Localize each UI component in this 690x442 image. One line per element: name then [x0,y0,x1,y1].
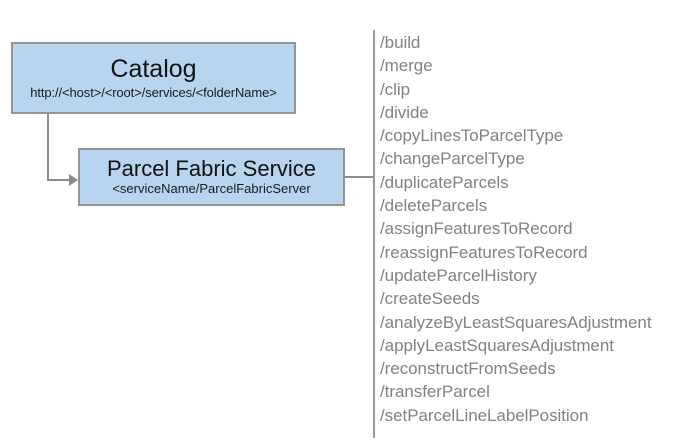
operation-item[interactable]: /createSeeds [380,289,480,309]
node-catalog-url: http://<host>/<root>/services/<folderNam… [30,84,277,100]
connector-service-to-operations [345,176,374,178]
operation-item[interactable]: /reassignFeaturesToRecord [380,242,588,262]
node-service-path: <serviceName/ParcelFabricServer [112,181,311,197]
operation-item[interactable]: /divide [380,102,429,122]
operation-item[interactable]: /deleteParcels [380,196,488,216]
operation-item[interactable]: /updateParcelHistory [380,265,537,285]
connector-catalog-vertical [47,114,49,181]
operation-item[interactable]: /applyLeastSquaresAdjustment [380,335,614,355]
operation-item[interactable]: /merge [380,56,433,76]
operation-item[interactable]: /reconstructFromSeeds [380,359,556,379]
operation-item[interactable]: /copyLinesToParcelType [380,126,564,146]
node-service-title: Parcel Fabric Service [106,156,317,182]
connector-catalog-horizontal [47,179,71,181]
arrowhead-icon [69,174,78,186]
node-catalog[interactable]: Catalog http://<host>/<root>/services/<f… [11,42,296,114]
operations-list: /build/merge/clip/divide/copyLinesToParc… [380,31,685,427]
operation-item[interactable]: /duplicateParcels [380,172,509,192]
operation-item[interactable]: /analyzeByLeastSquaresAdjustment [380,312,652,332]
node-parcel-fabric-service[interactable]: Parcel Fabric Service <serviceName/Parce… [78,148,345,206]
operation-item[interactable]: /assignFeaturesToRecord [380,219,573,239]
node-catalog-title: Catalog [110,54,197,83]
operation-item[interactable]: /clip [380,79,410,99]
operations-divider [373,30,375,438]
operation-item[interactable]: /transferParcel [380,382,490,402]
operation-item[interactable]: /setParcelLineLabelPosition [380,405,589,425]
operation-item[interactable]: /build [380,33,421,52]
operation-item[interactable]: /changeParcelType [380,149,525,169]
